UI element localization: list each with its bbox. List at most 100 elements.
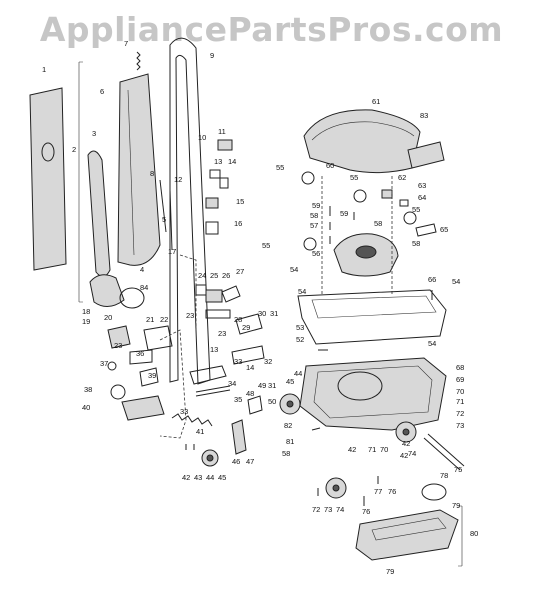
callout-23: 23 [218, 329, 226, 338]
callout-52: 52 [296, 335, 304, 344]
wheel-44-hub [206, 454, 214, 462]
callout-3: 3 [92, 129, 96, 138]
motor-fan [355, 245, 377, 259]
callout-28: 28 [234, 315, 242, 324]
callout-42: 42 [402, 439, 410, 448]
part-17-cord [179, 254, 197, 330]
part-83 [407, 141, 445, 169]
part-outer-bag-6 [117, 73, 161, 266]
callout-2: 2 [72, 145, 76, 154]
clip-55b [353, 189, 367, 203]
callout-36: 36 [136, 349, 144, 358]
callout-31: 31 [268, 381, 276, 390]
part-32 [231, 345, 265, 365]
callout-27: 27 [236, 267, 244, 276]
callout-46: 46 [232, 457, 240, 466]
part-base-70 [299, 357, 447, 431]
callout-55: 55 [350, 173, 358, 182]
part-62-63 [381, 189, 393, 199]
callout-82: 82 [284, 421, 292, 430]
part-37 [107, 361, 117, 371]
callout-68: 68 [456, 363, 464, 372]
callout-57: 57 [310, 221, 318, 230]
callout-19: 19 [82, 317, 90, 326]
callout-25: 25 [210, 271, 218, 280]
wheel-74b-hub [332, 484, 340, 492]
callout-44: 44 [294, 369, 302, 378]
base-inner [313, 365, 433, 419]
part-81-82 [311, 349, 328, 431]
callout-59: 59 [312, 201, 320, 210]
callout-74: 74 [408, 449, 416, 458]
outer-bag-seam [127, 89, 135, 256]
part-rod-12 [169, 189, 173, 251]
part-plate-54 [297, 289, 447, 345]
callout-39: 39 [148, 371, 156, 380]
part-handle-9 [169, 37, 211, 385]
callout-22: 22 [160, 315, 168, 324]
part-15 [205, 197, 219, 209]
callout-18: 18 [82, 307, 90, 316]
part-hose-end-84 [89, 274, 125, 307]
callout-29: 29 [242, 323, 250, 332]
callout-21: 21 [146, 315, 154, 324]
callout-14: 14 [228, 157, 236, 166]
callout-33: 33 [180, 407, 188, 416]
part-axle-75 [423, 433, 465, 471]
part-41-spring [171, 413, 213, 427]
callout-76: 76 [388, 487, 396, 496]
callout-60: 60 [326, 161, 334, 170]
callout-23: 23 [114, 341, 122, 350]
callout-79: 79 [386, 567, 394, 576]
handle-base-body [159, 329, 187, 439]
plate-inner [311, 295, 437, 319]
part-14 [219, 177, 229, 189]
callout-72: 72 [312, 505, 320, 514]
callout-54: 54 [428, 339, 436, 348]
part-28 [205, 309, 231, 319]
callout-50: 50 [268, 397, 276, 406]
callout-15: 15 [236, 197, 244, 206]
part-65 [415, 223, 437, 237]
callout-32: 32 [264, 357, 272, 366]
part-rod-8 [159, 179, 167, 233]
callout-42: 42 [348, 445, 356, 454]
callout-70: 70 [380, 445, 388, 454]
callout-53: 53 [296, 323, 304, 332]
callout-73: 73 [456, 421, 464, 430]
nozzle-inner [371, 517, 447, 541]
callout-70: 70 [456, 387, 464, 396]
part-25 [205, 289, 223, 303]
callout-1: 1 [42, 65, 46, 74]
callout-10: 10 [198, 133, 206, 142]
callout-8: 8 [150, 169, 154, 178]
callout-84: 84 [140, 283, 148, 292]
hood-inner [311, 121, 415, 141]
callout-45: 45 [286, 377, 294, 386]
part-hood-61 [303, 109, 421, 174]
callout-79: 79 [452, 501, 460, 510]
callout-42: 42 [182, 473, 190, 482]
part-belt-78 [421, 483, 447, 501]
callout-56: 56 [312, 249, 320, 258]
callout-65: 65 [440, 225, 448, 234]
callout-20: 20 [104, 313, 112, 322]
callout-64: 64 [418, 193, 426, 202]
part-hose-3 [87, 150, 111, 277]
callout-55: 55 [412, 205, 420, 214]
part-spring-7 [136, 51, 141, 71]
callout-13: 13 [210, 345, 218, 354]
callout-62: 62 [398, 173, 406, 182]
callout-7: 7 [124, 39, 128, 48]
part-bag-1 [29, 87, 67, 271]
bag-collar [41, 142, 55, 162]
callout-54: 54 [452, 277, 460, 286]
callout-40: 40 [82, 403, 90, 412]
clip-55d [303, 237, 317, 251]
callout-55: 55 [276, 163, 284, 172]
callout-11: 11 [218, 127, 226, 136]
callout-74: 74 [336, 505, 344, 514]
clip-55a [301, 171, 315, 185]
callout-71: 71 [368, 445, 376, 454]
